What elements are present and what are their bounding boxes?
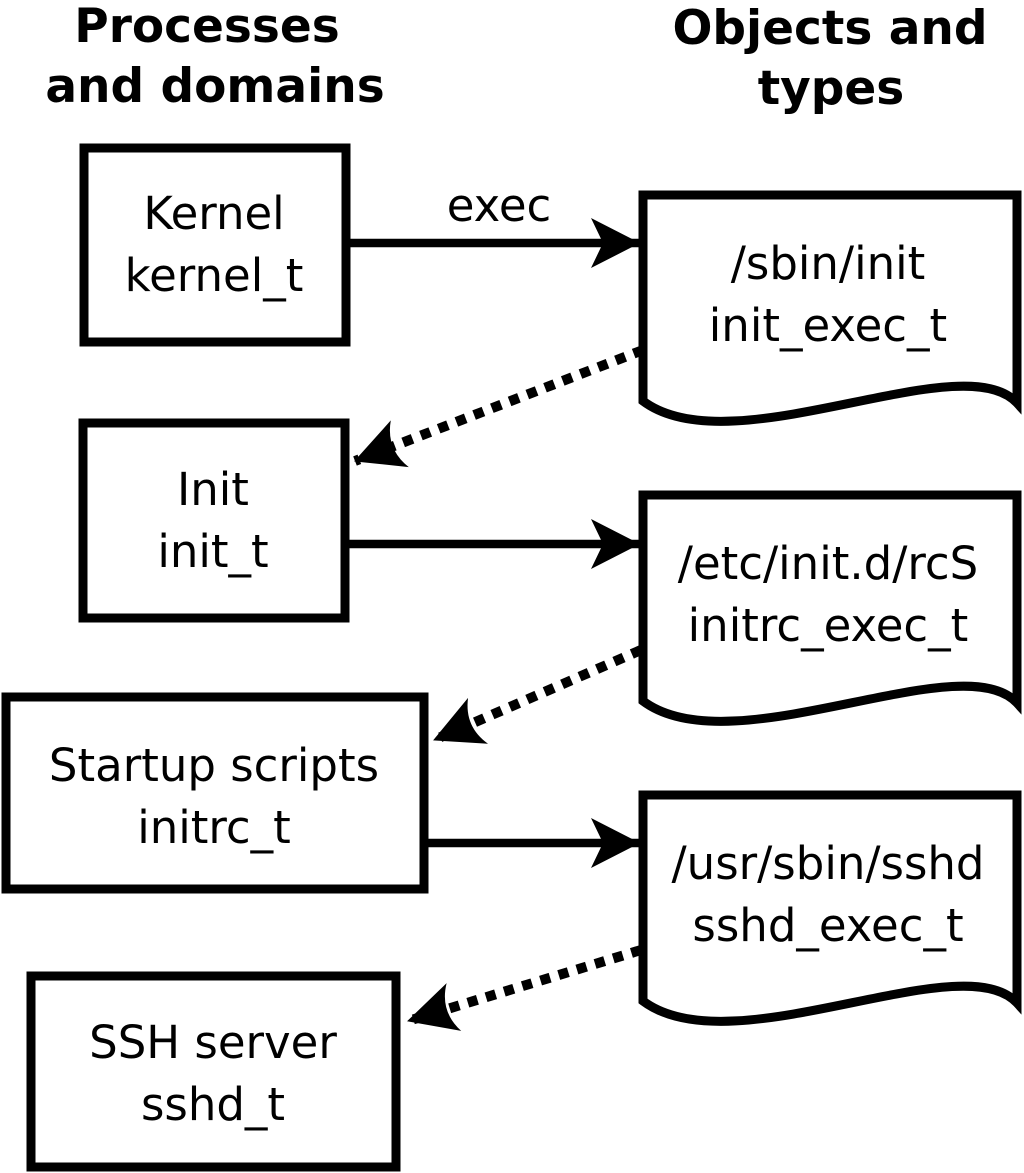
right-column-title-line2: types (758, 61, 905, 116)
process-startup-label: Startup scripts (49, 739, 379, 792)
object-doc-usr-sbin-sshd (638, 790, 1022, 1026)
object-sbin-init-type: init_exec_t (709, 299, 947, 352)
process-kernel-domain: kernel_t (125, 249, 304, 302)
left-column-title-line1: Processes (74, 0, 339, 54)
object-sshd-path: /usr/sbin/sshd (672, 837, 985, 890)
exec-arrow-label: exec (447, 179, 552, 232)
process-ssh-domain: sshd_t (141, 1078, 285, 1131)
transition-arrow-rcs-to-startup (432, 645, 643, 745)
process-box-kernel (79, 143, 351, 347)
transition-arrow-sbin-init-to-init (353, 345, 645, 468)
process-kernel-label: Kernel (143, 187, 284, 240)
left-column-title-line2: and domains (45, 59, 384, 114)
object-doc-sbin-init (638, 190, 1022, 426)
process-box-init (78, 418, 350, 623)
transition-arrow-sshd-to-ssh-server (406, 945, 643, 1031)
object-sbin-init-path: /sbin/init (731, 237, 926, 290)
right-column-title-line1: Objects and (672, 1, 987, 56)
object-doc-etc-initd-rcs (638, 490, 1022, 726)
process-startup-domain: initrc_t (137, 801, 291, 854)
process-box-ssh-server (26, 971, 401, 1172)
process-init-label: Init (177, 463, 249, 516)
process-ssh-label: SSH server (89, 1016, 337, 1069)
process-box-startup-scripts (1, 692, 429, 894)
object-rcs-type: initrc_exec_t (688, 599, 969, 652)
object-rcs-path: /etc/init.d/rcS (678, 537, 978, 590)
process-init-domain: init_t (157, 525, 268, 578)
object-sshd-type: sshd_exec_t (692, 899, 963, 952)
